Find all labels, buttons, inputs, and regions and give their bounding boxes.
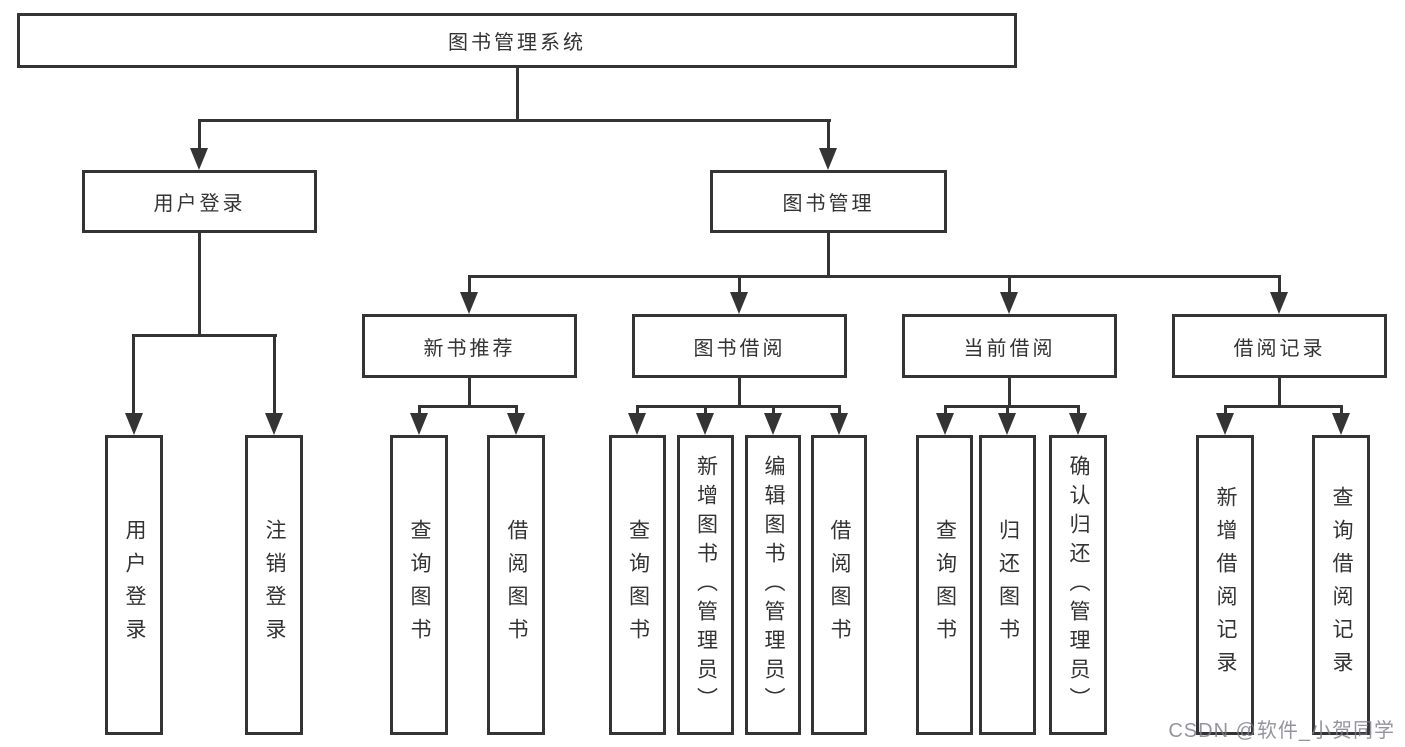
connector-line xyxy=(468,378,471,408)
leaf-return-book: 归还图书 xyxy=(979,435,1036,735)
leaf-query-book-current: 查询图书 xyxy=(916,435,973,735)
connector-line xyxy=(198,119,201,151)
leaf-add-book-admin: 新增图书（管理员） xyxy=(677,435,734,735)
connector-line xyxy=(132,334,135,415)
leaf-borrow-book-recommend: 借阅图书 xyxy=(487,435,545,735)
node-borrowing-records: 借阅记录 xyxy=(1172,314,1387,378)
connector-line xyxy=(636,405,841,408)
connector-line xyxy=(738,378,741,408)
arrowhead-down-icon xyxy=(125,413,143,435)
node-root-library-system: 图书管理系统 xyxy=(17,13,1017,68)
arrowhead-down-icon xyxy=(830,413,848,435)
connector-line xyxy=(468,275,471,296)
csdn-watermark: CSDN @软件_小贺同学 xyxy=(1168,720,1395,742)
leaf-confirm-return-admin: 确认归还（管理员） xyxy=(1049,435,1107,735)
connector-line xyxy=(827,119,830,151)
connector-line xyxy=(704,405,707,416)
arrowhead-down-icon xyxy=(190,148,208,170)
leaf-edit-book-admin: 编辑图书（管理员） xyxy=(745,435,801,735)
arrowhead-down-icon xyxy=(696,413,714,435)
leaf-query-book-recommend: 查询图书 xyxy=(390,435,448,735)
connector-line xyxy=(1278,378,1281,408)
leaf-borrow-book: 借阅图书 xyxy=(811,435,867,735)
connector-line xyxy=(515,405,518,416)
node-book-management-branch: 图书管理 xyxy=(710,170,947,233)
arrowhead-down-icon xyxy=(460,292,478,314)
connector-line xyxy=(418,405,518,408)
leaf-query-borrow-record: 查询借阅记录 xyxy=(1312,435,1370,735)
node-user-login-branch: 用户登录 xyxy=(82,170,317,233)
arrowhead-down-icon xyxy=(730,292,748,314)
leaf-query-book-borrowing: 查询图书 xyxy=(609,435,666,735)
arrowhead-down-icon xyxy=(1000,292,1018,314)
connector-line xyxy=(838,405,841,416)
connector-line xyxy=(418,405,421,416)
connector-line xyxy=(198,233,201,337)
arrowhead-down-icon xyxy=(507,413,525,435)
node-new-book-recommend: 新书推荐 xyxy=(362,314,577,378)
leaf-logout: 注销登录 xyxy=(245,435,303,735)
leaf-add-borrow-record: 新增借阅记录 xyxy=(1196,435,1254,735)
connector-line xyxy=(1077,405,1080,416)
connector-line xyxy=(1008,275,1011,296)
arrowhead-down-icon xyxy=(1332,413,1350,435)
connector-line xyxy=(944,405,947,416)
arrowhead-down-icon xyxy=(819,148,837,170)
arrowhead-down-icon xyxy=(1216,413,1234,435)
connector-line xyxy=(944,405,1080,408)
node-book-borrowing: 图书借阅 xyxy=(632,314,847,378)
arrowhead-down-icon xyxy=(998,413,1016,435)
arrowhead-down-icon xyxy=(936,413,954,435)
connector-line xyxy=(132,334,277,337)
connector-line xyxy=(1278,275,1281,296)
connector-line xyxy=(1224,405,1343,408)
connector-line xyxy=(198,119,831,122)
connector-line xyxy=(738,275,741,296)
connector-line xyxy=(516,68,519,122)
leaf-user-login: 用户登录 xyxy=(105,435,163,735)
node-current-borrowing: 当前借阅 xyxy=(902,314,1117,378)
connector-line xyxy=(273,334,276,415)
connector-line xyxy=(827,233,830,278)
connector-line xyxy=(636,405,639,416)
arrowhead-down-icon xyxy=(265,413,283,435)
connector-line xyxy=(468,275,1281,278)
connector-line xyxy=(1008,378,1011,408)
connector-line xyxy=(772,405,775,416)
connector-line xyxy=(1224,405,1227,416)
arrowhead-down-icon xyxy=(410,413,428,435)
connector-line xyxy=(1006,405,1009,416)
arrowhead-down-icon xyxy=(764,413,782,435)
arrowhead-down-icon xyxy=(628,413,646,435)
arrowhead-down-icon xyxy=(1069,413,1087,435)
connector-line xyxy=(1340,405,1343,416)
arrowhead-down-icon xyxy=(1270,292,1288,314)
